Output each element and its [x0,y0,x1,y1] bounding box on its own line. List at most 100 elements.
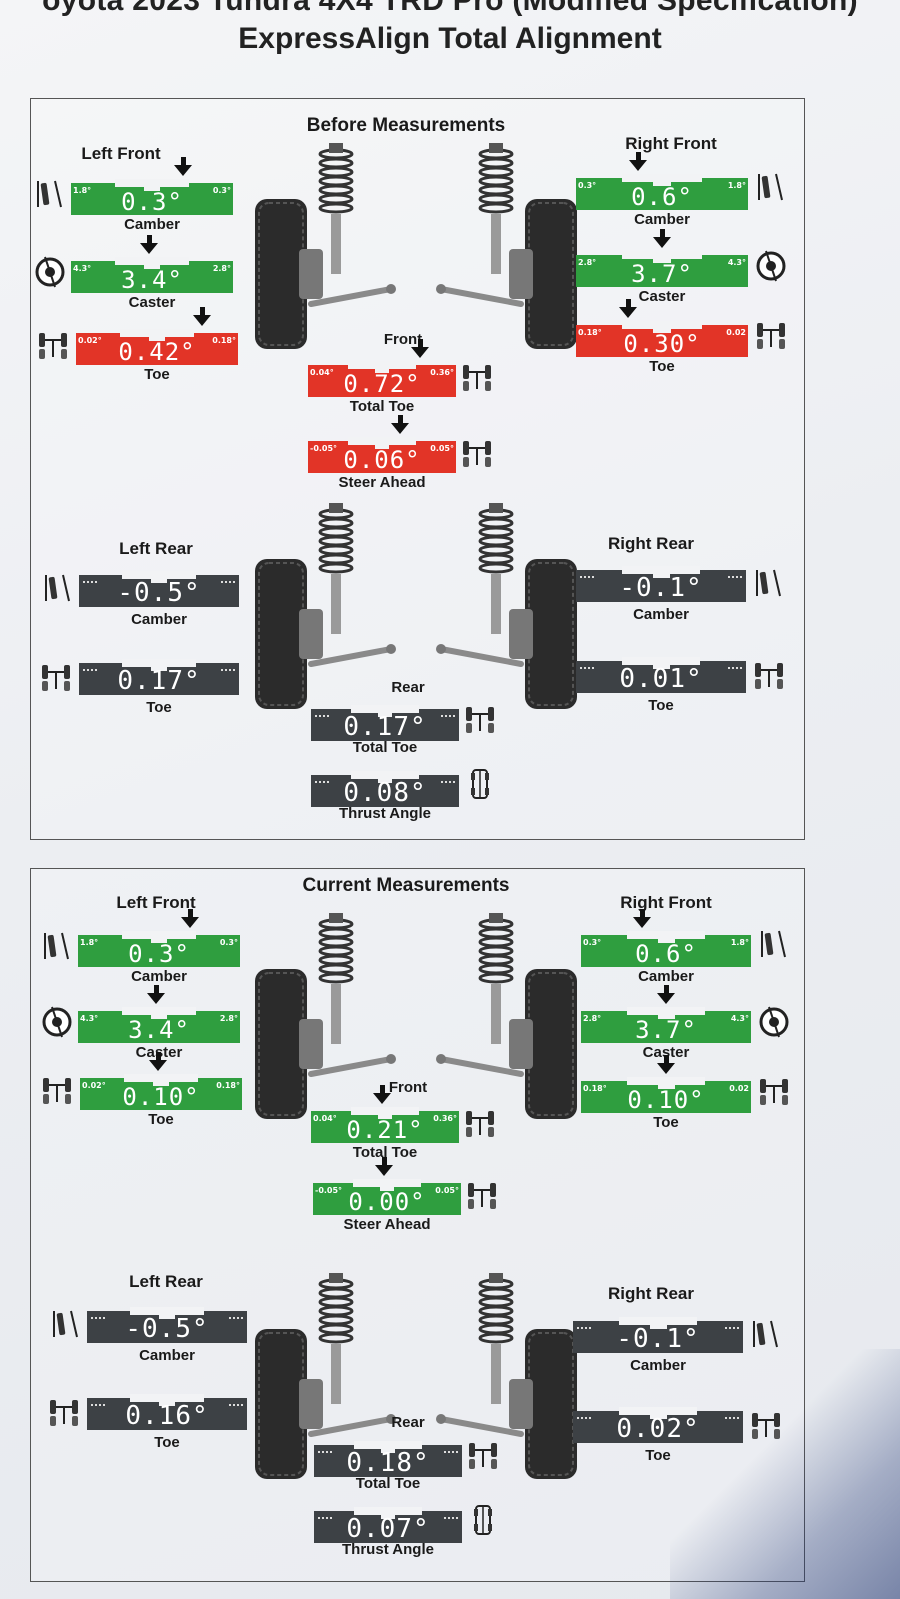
lf-toe-gauge: 0.02°0.18°0.42° [76,329,238,366]
caster-icon [754,249,788,283]
gauge-value: 0.18° [346,1448,430,1478]
rear-label: Rear [391,679,425,696]
caster-icon [33,255,67,289]
gauge-value: 3.4° [121,266,183,294]
left-rear-label: Left Rear [129,1272,203,1291]
rf-camber-gauge: 0.3°1.8°0.6° [576,174,748,211]
gauge-label: Caster [128,294,176,311]
document-title: oyota 2023 Tundra 4X4 TRD Pro (Modified … [42,0,858,17]
gauge-label: Camber [638,968,694,985]
gauge-value: 0.01° [619,664,703,694]
right-rear-label: Right Rear [608,1284,694,1303]
before-title: Before Measurements [306,115,506,136]
steer-ahead-gauge: -0.05°0.05°0.06° [308,437,456,474]
gauge-label: Toe [148,1111,174,1128]
camber-icon [40,929,74,963]
rear-suspension-illustration [436,1273,577,1479]
gauge-min-limit: 0.02° [78,336,102,345]
gauge-label: Camber [139,1347,195,1364]
rf-caster-gauge: 2.8° 4.3° 3.7° [581,1007,751,1044]
rf-toe-gauge: 0.18° 0.02 0.30° [576,321,748,358]
gauge-value: 0.6° [635,940,697,968]
gauge-min-limit: 4.3° [73,264,92,273]
gauge-value: 0.08° [343,778,427,808]
rf-camber-gauge: 0.3°1.8°0.6° [581,931,751,968]
gauge-max-limit: 0.3° [212,186,231,195]
left-front-label: Left Front [81,144,161,163]
toe-icon [47,1394,81,1428]
gauge-label: Caster [642,1044,690,1061]
gauge-value: 3.7° [635,1016,697,1044]
gauge-label: Total Toe [352,739,418,756]
toe-icon [463,701,497,735]
gauge-value: 3.4° [128,1016,190,1044]
caster-icon [757,1005,791,1039]
gauge-max-limit: 0.36° [433,1114,457,1123]
current-title: Current Measurements [302,875,510,896]
lr-toe-gauge: 0.16° [87,1394,247,1431]
gauge-label: Steer Ahead [338,474,426,491]
total-toe-gauge: 0.04°0.36°0.72° [308,361,456,398]
right-front-label: Right Front [620,893,712,912]
gauge-value: 0.72° [343,370,421,398]
front-suspension-illustration [436,913,577,1119]
gauge-max-limit: 0.05° [430,444,454,453]
total-toe-gauge: 0.04°0.36°0.21° [311,1107,459,1144]
gauge-value: 0.21° [346,1116,424,1144]
gauge-label: Total Toe [355,1475,421,1492]
gauge-label: Camber [634,211,690,228]
gauge-label: Toe [146,699,172,716]
gauge-label: Caster [638,288,686,305]
toe-icon [40,1072,74,1106]
gauge-value: 0.42° [118,338,196,366]
toe-icon [36,327,70,361]
gauge-min-limit: 0.18° [578,328,602,337]
camber-icon [749,1317,783,1351]
toe-icon [39,659,73,693]
rear-total-toe-gauge: 0.17° [311,705,459,742]
gauge-label: Thrust Angle [339,805,431,822]
document-subtitle: ExpressAlign Total Alignment [238,22,662,55]
gauge-label: Thrust Angle [342,1541,434,1558]
gauge-label: Toe [653,1114,679,1131]
gauge-value: 0.3° [128,940,190,968]
gauge-max-limit: 0.3° [219,938,238,947]
caster-icon [40,1005,74,1039]
gauge-max-limit: 4.3° [730,1014,749,1023]
gauge-value: 0.00° [348,1188,426,1216]
gauge-max-limit: 2.8° [212,264,231,273]
lr-toe-gauge: 0.17° [79,659,239,696]
gauge-min-limit: 0.18° [583,1084,607,1093]
gauge-label: Toe [649,358,675,375]
gauge-min-limit: -0.05° [310,444,338,453]
camber-icon [49,1307,83,1341]
gauge-value: 0.30° [623,330,701,358]
gauge-min-limit: 0.3° [583,938,602,947]
left-rear-label: Left Rear [119,539,193,558]
lr-camber-gauge: -0.5° [87,1307,247,1344]
steer-ahead-gauge: -0.05°0.05°0.00° [313,1179,461,1216]
front-suspension-illustration [255,913,396,1119]
gauge-value: 0.10° [122,1083,200,1111]
lf-caster-gauge: 4.3°2.8°3.4° [78,1007,240,1044]
toe-icon [752,657,786,691]
gauge-max-limit: 0.02 [729,1084,749,1093]
camber-icon [41,571,75,605]
gauge-value: 0.17° [343,712,427,742]
rear-total-toe-gauge: 0.18° [314,1441,462,1478]
gauge-max-limit: 0.02 [726,328,746,337]
gauge-label: Total Toe [352,1144,418,1161]
front-label: Front [383,331,423,348]
gauge-min-limit: 2.8° [578,258,597,267]
gauge-value: -0.5° [117,578,201,608]
gauge-min-limit: 2.8° [583,1014,602,1023]
toe-icon [465,1177,499,1211]
lf-toe-gauge: 0.02°0.18°0.10° [80,1074,242,1111]
gauge-min-limit: 4.3° [80,1014,99,1023]
toe-icon [466,1437,500,1471]
thrust-gauge: 0.08° [311,771,459,808]
rr-camber-gauge: -0.1° [573,1317,743,1354]
gauge-value: -0.5° [125,1314,209,1344]
